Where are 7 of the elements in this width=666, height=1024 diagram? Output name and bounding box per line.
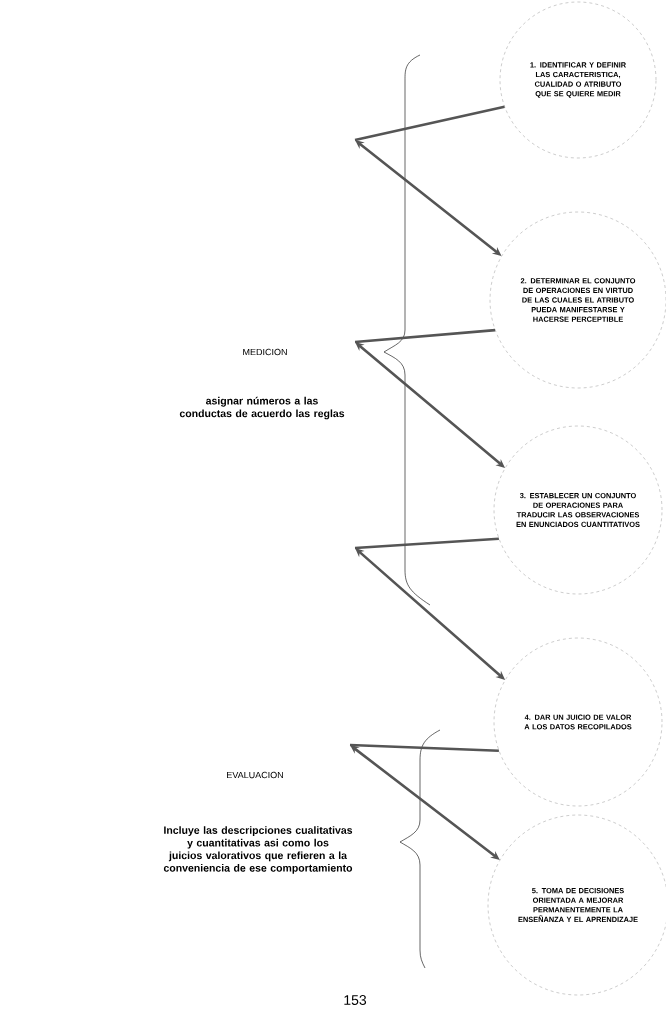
arrow	[348, 743, 501, 860]
page-number: 153	[344, 995, 367, 1005]
arrow	[353, 105, 506, 256]
description-text: asignar números a las conductas de acuerdo las reglas	[179, 396, 345, 420]
heading: MEDICION	[243, 348, 287, 356]
description-text: Incluye las descripciones cualitativas y cuantitativas asi como los juicios valorativos que refieren a la conveniencia de ese comportamiento	[163, 826, 353, 874]
heading: EVALUACION	[227, 771, 283, 779]
